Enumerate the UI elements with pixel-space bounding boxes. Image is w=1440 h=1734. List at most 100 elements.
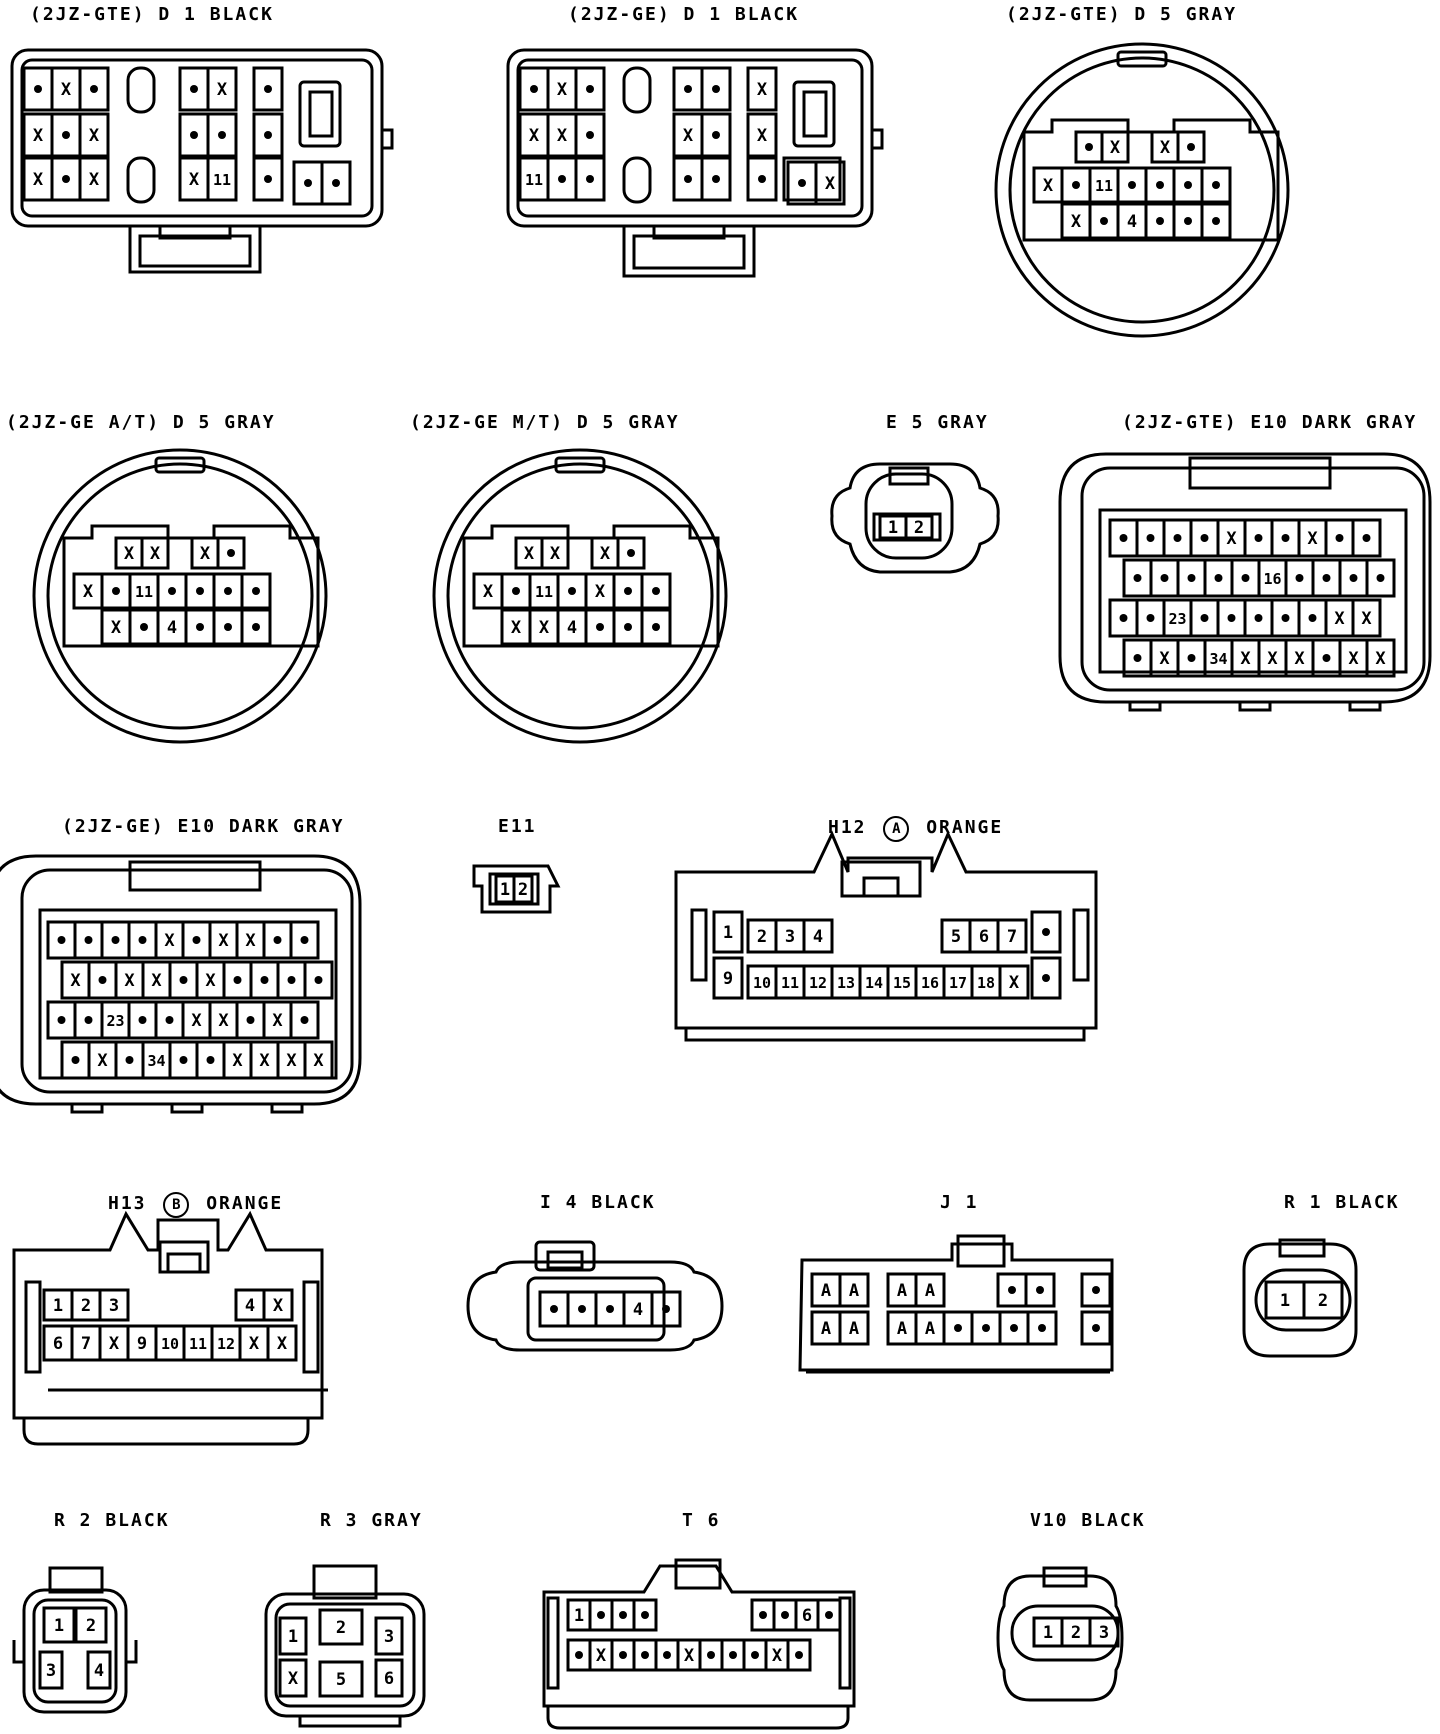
h12-title: H12 A ORANGE [828,816,1003,842]
i4-pin-dot [578,1305,586,1313]
h12-pin-label: 16 [921,974,939,992]
d5-at-pin-label: 4 [167,618,177,638]
d5-mt-pin-label: X [483,582,494,602]
e10-gte-pin-dot [1241,574,1250,582]
d1-2jzgte-pin-dot [190,131,198,139]
d1-2jzgte-pin-label: X [89,126,100,146]
d5-2jzgte-pin-dot [1072,181,1080,189]
h13-cavity [266,1324,298,1362]
h12-cavity [712,910,744,954]
h13-pin-label: X [273,1296,284,1316]
h13-pin-label: 4 [245,1296,255,1316]
h12-pin-dot [1042,974,1050,982]
r3-pin-label: 1 [288,1627,298,1647]
e10-ge-pin-dot [57,1016,66,1024]
d1-2jzgte-pin-dot [34,85,42,93]
d5-2jzgte-pin-dot [1184,181,1192,189]
r2-cavity [74,1606,108,1644]
e10-ge-pin-dot [84,936,93,944]
d1-2jzgte-cavity [78,156,110,202]
j1-cavity [1024,1272,1056,1308]
h13-pin-label: 7 [81,1334,91,1354]
d5-mt-pin-dot [627,549,635,557]
e10-ge-title: (2JZ-GE) E10 DARK GRAY [62,816,345,837]
t6-cavity [632,1598,658,1632]
v10-pin-label: 2 [1071,1623,1081,1643]
t6-pin-dot [707,1651,715,1659]
h12-pin-label: X [1009,973,1020,993]
t6-cavity [816,1598,842,1632]
h12-pin-label: 3 [785,927,795,947]
h12-cavity [998,964,1030,1000]
t6-cavity [786,1638,812,1672]
h12-pin-label: 13 [837,974,855,992]
j1-cavity [838,1310,870,1346]
d5-mt-pin-label: X [524,544,535,564]
r3-title: R 3 GRAY [320,1510,423,1531]
d1-2jzge-pin-label: X [557,126,568,146]
d5-2jzgte-pin-dot [1212,181,1220,189]
h12-pin-label: 10 [753,974,771,992]
h13-pin-label: 11 [189,1335,207,1353]
d5-2jzgte-pin-label: X [1160,138,1171,158]
e10-gte-pin-label: X [1294,649,1305,669]
d1-2jzge-cavity [746,156,778,202]
e10-ge-pin-label: X [259,1051,270,1071]
j1-cavity [1026,1310,1058,1346]
d1-2jzge-cavity [574,156,606,202]
d5-at-pin-label: X [200,544,211,564]
r3-pin-label: X [288,1669,299,1689]
d1-2jzgte-pin-label: X [33,170,44,190]
d5-at-cavity [240,572,272,610]
d5-2jzgte-cavity [1100,130,1130,164]
h12-cavity [996,918,1028,954]
h12-pin-label: 2 [757,927,767,947]
d1-2jzgte-housing [10,48,394,274]
e10-ge-pin-label: X [191,1011,202,1031]
d1-2jzge-pin-dot [684,175,692,183]
d5-mt-pin-label: X [511,618,522,638]
d5-mt-pin-dot [652,587,660,595]
e10-ge-pin-label: X [218,1011,229,1031]
h12-pin-label: 17 [949,974,967,992]
e10-ge-pin-dot [314,976,323,984]
e10-gte-pin-dot [1254,614,1263,622]
e10-ge-pin-dot [300,936,309,944]
e10-gte-pin-label: X [1159,649,1170,669]
d5-2jzgte-pin-label: X [1110,138,1121,158]
d5-2jzgte-title: (2JZ-GTE) D 5 GRAY [1006,4,1238,25]
j1-pin-dot [982,1324,990,1332]
e10-gte-pin-label: 34 [1209,650,1227,668]
e10-gte-pin-label: X [1334,609,1345,629]
t6-pin-dot [825,1611,833,1619]
e11-pin-label: 2 [518,880,528,900]
v10-pin-label: 3 [1099,1623,1109,1643]
t6-pin-label: X [772,1646,783,1666]
d1-2jzgte-pin-label: X [89,170,100,190]
d5-mt-pin-dot [512,587,520,595]
h12-cavity [1030,910,1062,954]
e10-gte-pin-label: X [1267,649,1278,669]
d1-2jzgte-cavity [252,112,284,158]
r2-cavity [42,1606,76,1644]
e11-cavity [512,874,534,904]
e10-gte-cavity [1365,638,1396,678]
d1-2jzgte-pin-dot [332,179,340,187]
v10-cavity [1088,1616,1120,1648]
e10-ge-pin-label: X [124,971,135,991]
d5-mt-pin-dot [568,587,576,595]
h12-cavity [712,956,744,1000]
e10-ge-pin-dot [138,1016,147,1024]
d5-at-pin-label: 11 [135,583,153,601]
d1-2jzgte-pin-label: X [217,80,228,100]
e10-ge-cavity [303,1040,334,1080]
j1-pin-label: A [925,1281,935,1301]
h13-pin-label: X [109,1334,120,1354]
d1-2jzge-cavity [746,66,778,112]
d5-at-housing [32,448,328,744]
j1-pin-label: A [897,1281,907,1301]
